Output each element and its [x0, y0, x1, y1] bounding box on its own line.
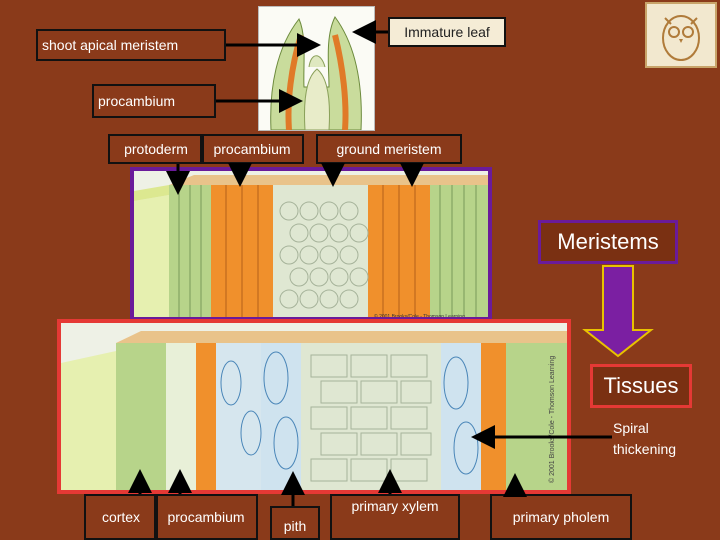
spiral-line-2: thickening [613, 441, 677, 457]
label-cortex: cortex [84, 494, 158, 540]
spiral-line-1: Spiral [613, 420, 649, 436]
label-primary-pholem: primary pholem [490, 494, 632, 540]
label-procambium-top: procambium [92, 84, 216, 118]
label-pith: pith [270, 506, 320, 540]
owl-logo [645, 2, 717, 68]
tissues-box: Tissues [590, 364, 692, 408]
label-spiral-thickening: Spiral thickening [613, 418, 676, 460]
label-primary-xylem: primary xylem [330, 494, 460, 540]
label-procambium-bottom: procambium [154, 494, 258, 540]
label-immature-leaf: Immature leaf [388, 17, 506, 47]
label-procambium-mid: procambium [200, 134, 304, 164]
meristems-box: Meristems [538, 220, 678, 264]
label-shoot-apical-meristem: shoot apical meristem [36, 29, 226, 61]
meristems-illustration: © 2001 Brooks/Cole - Thomson Learning [130, 167, 492, 321]
tissues-illustration: © 2001 Brooks/Cole - Thomson Learning [57, 319, 571, 494]
meristems-to-tissues-arrow [582, 265, 654, 358]
copyright-upper: © 2001 Brooks/Cole - Thomson Learning [374, 314, 465, 320]
label-ground-meristem: ground meristem [316, 134, 462, 164]
label-protoderm: protoderm [108, 134, 204, 164]
